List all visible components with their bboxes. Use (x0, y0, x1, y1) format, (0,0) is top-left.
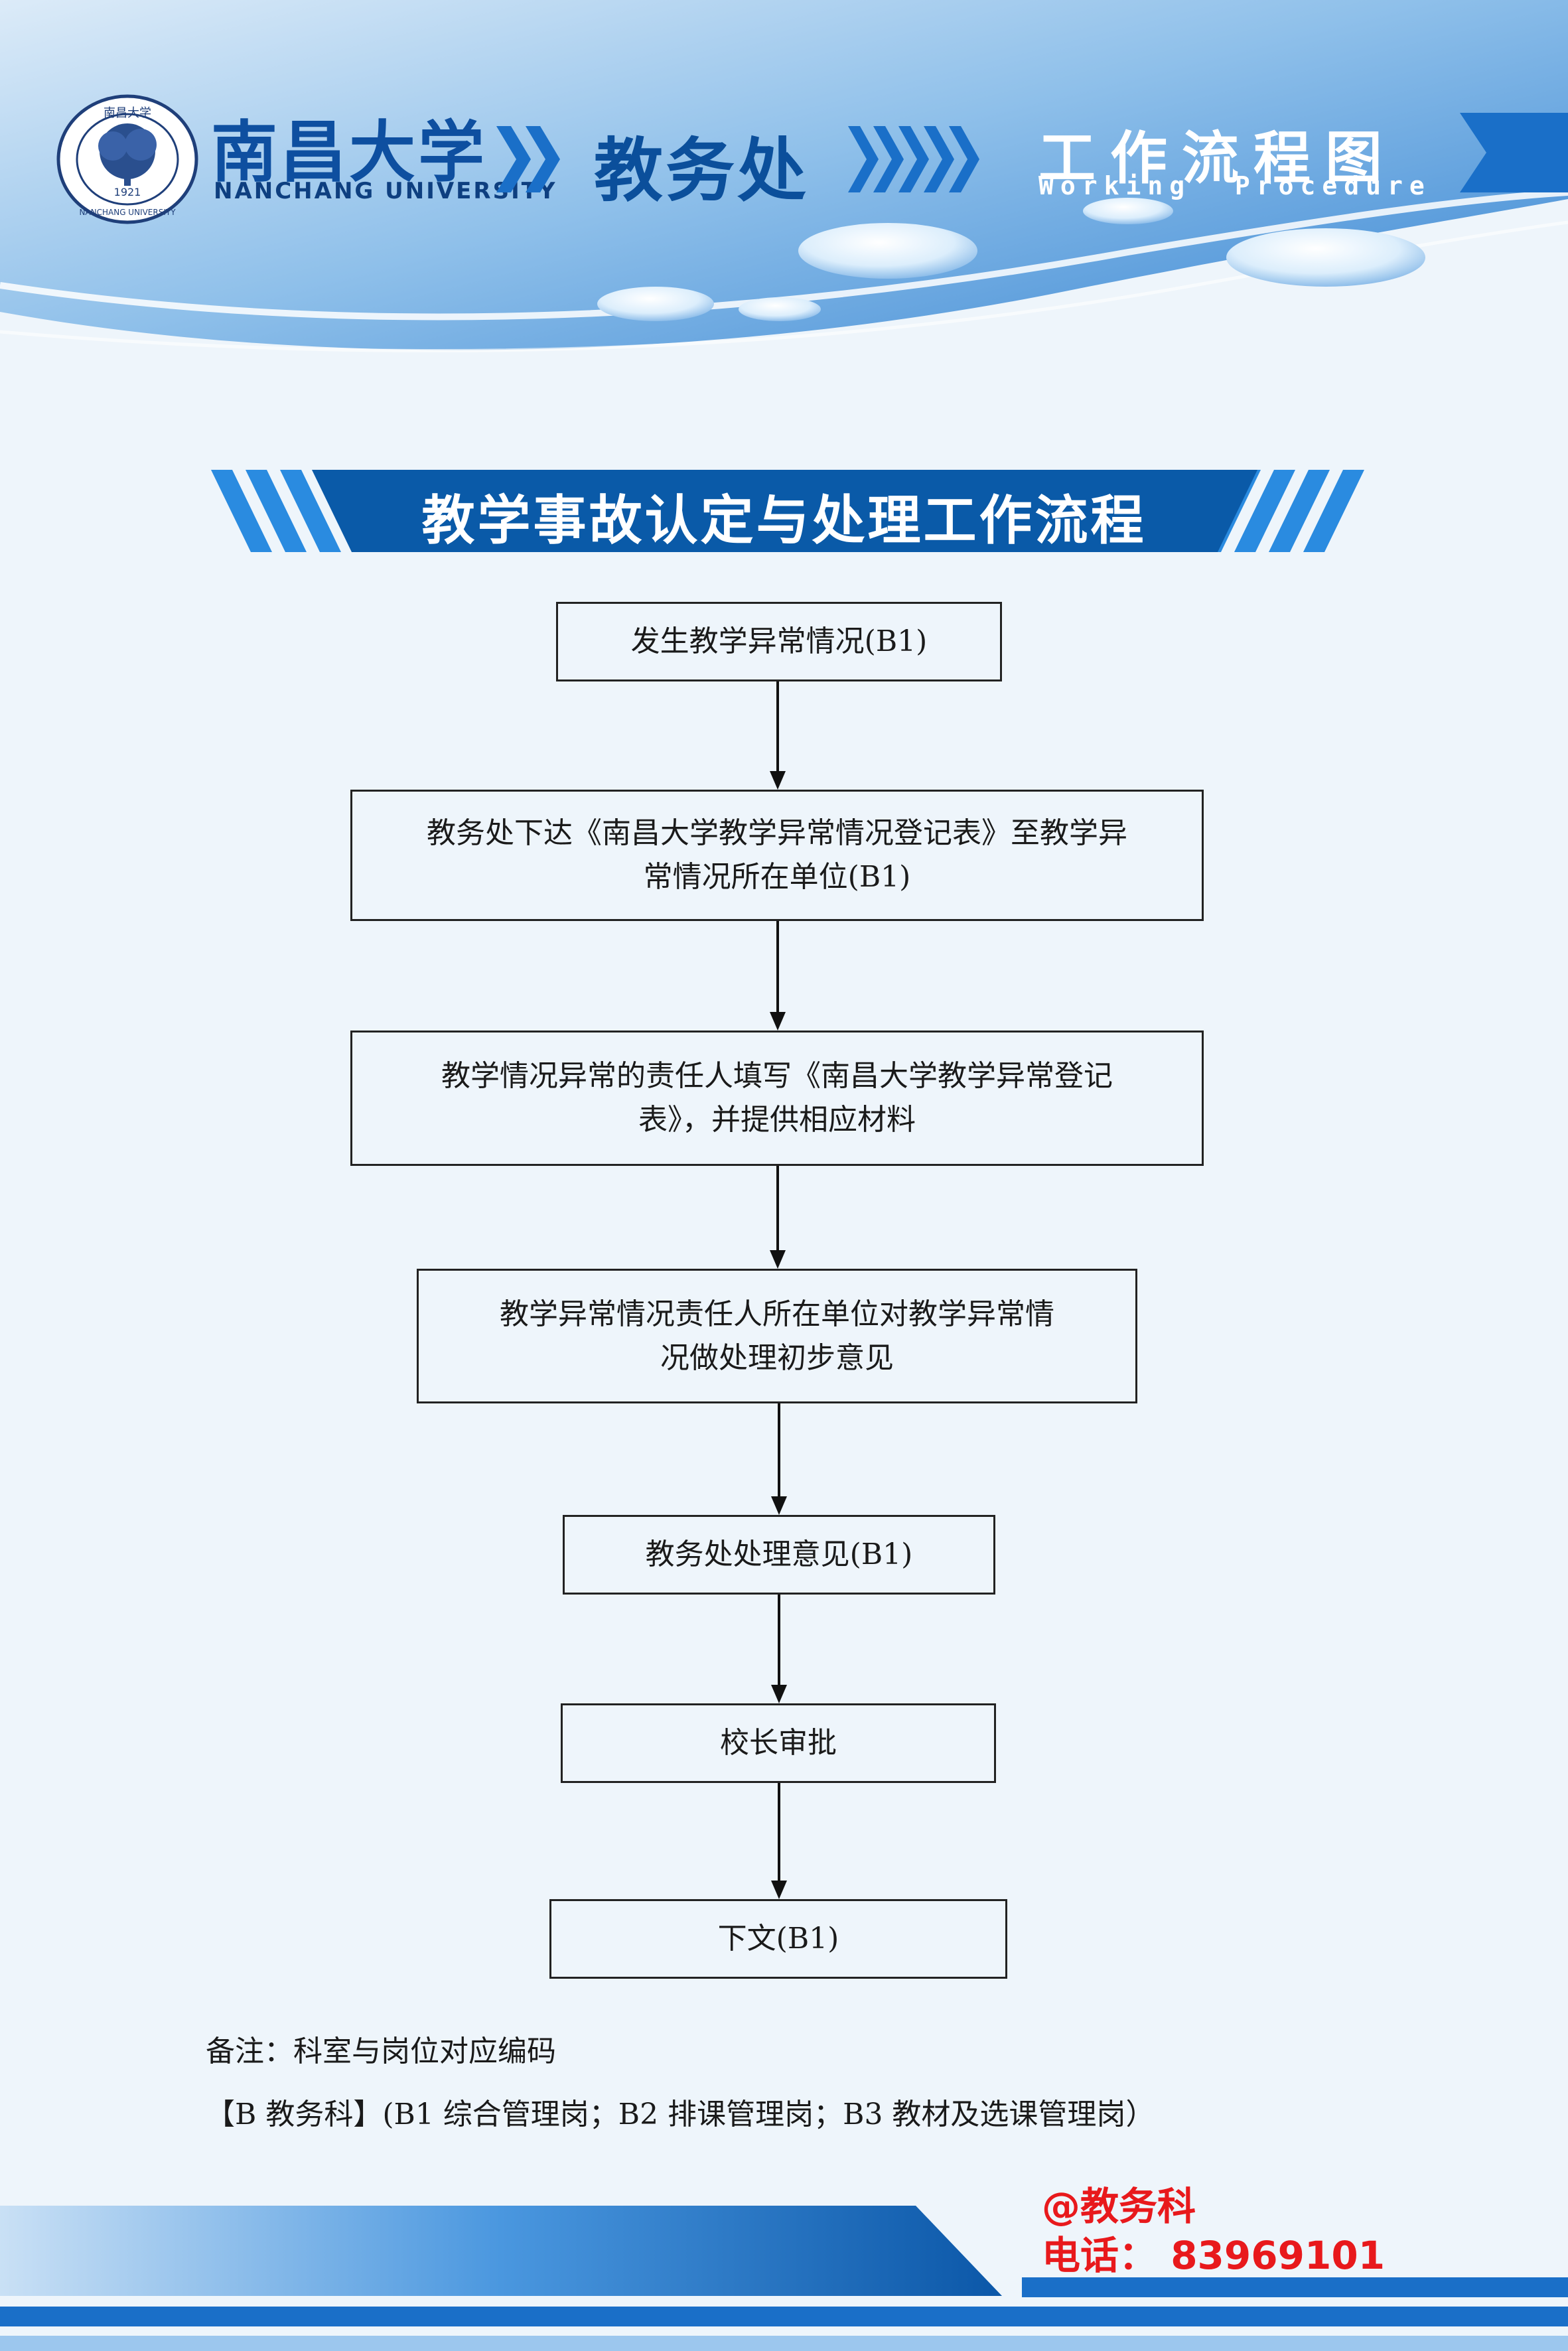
step-6-box: 校长审批 (561, 1703, 996, 1783)
svg-text:NANCHANG UNIVERSITY: NANCHANG UNIVERSITY (79, 208, 176, 217)
svg-text:1921: 1921 (114, 186, 141, 198)
header-background (0, 0, 1568, 398)
step-3-box: 教学情况异常的责任人填写《南昌大学教学异常登记 表》，并提供相应材料 (350, 1031, 1204, 1166)
step-4-text-line2: 况做处理初步意见 (660, 1340, 894, 1375)
step-3-text-line1: 教学情况异常的责任人填写《南昌大学教学异常登记 (441, 1059, 1113, 1093)
svg-text:南昌大学: 南昌大学 (104, 106, 151, 120)
section-subtitle: Working Procedure (1038, 171, 1431, 200)
page-title: 教学事故认定与处理工作流程 (421, 490, 1147, 551)
step-6-text: 校长审批 (720, 1726, 837, 1760)
step-1-box: 发生教学异常情况(B1) (556, 602, 1002, 681)
chevron-group-icon (848, 126, 979, 192)
step-2-text-line2: 常情况所在单位(B1) (643, 860, 911, 894)
title-banner (211, 470, 1364, 552)
university-name-cn: 南昌大学 (211, 113, 487, 191)
section-title: 工作流程图 (1038, 125, 1397, 192)
step-5-text: 教务处处理意见(B1) (645, 1537, 913, 1571)
note-line-2: 【B 教务科】(B1 综合管理岗；B2 排课管理岗；B3 教材及选课管理岗） (206, 2098, 1155, 2131)
step-2-box: 教务处下达《南昌大学教学异常情况登记表》至教学异 常情况所在单位(B1) (350, 790, 1204, 921)
step-4-box: 教学异常情况责任人所在单位对教学异常情 况做处理初步意见 (417, 1269, 1137, 1403)
note-line-1: 备注：科室与岗位对应编码 (206, 2034, 556, 2068)
footer-background (0, 2206, 1568, 2351)
step-2-text-line1: 教务处下达《南昌大学教学异常情况登记表》至教学异 (427, 816, 1127, 850)
step-7-text: 下文(B1) (717, 1922, 839, 1956)
contact-phone: 电话： 83969101 (1042, 2233, 1386, 2278)
step-1-text: 发生教学异常情况(B1) (630, 624, 928, 658)
chevron-icon (496, 126, 560, 192)
contact-department: @教务科 (1042, 2184, 1196, 2229)
step-3-text-line2: 表》，并提供相应材料 (638, 1103, 916, 1137)
step-7-box: 下文(B1) (549, 1899, 1007, 1979)
university-seal-icon: 1921 南昌大学 NANCHANG UNIVERSITY (56, 94, 198, 224)
step-5-box: 教务处处理意见(B1) (563, 1515, 995, 1595)
office-name: 教务处 (594, 130, 810, 211)
step-4-text-line1: 教学异常情况责任人所在单位对教学异常情 (500, 1297, 1054, 1331)
